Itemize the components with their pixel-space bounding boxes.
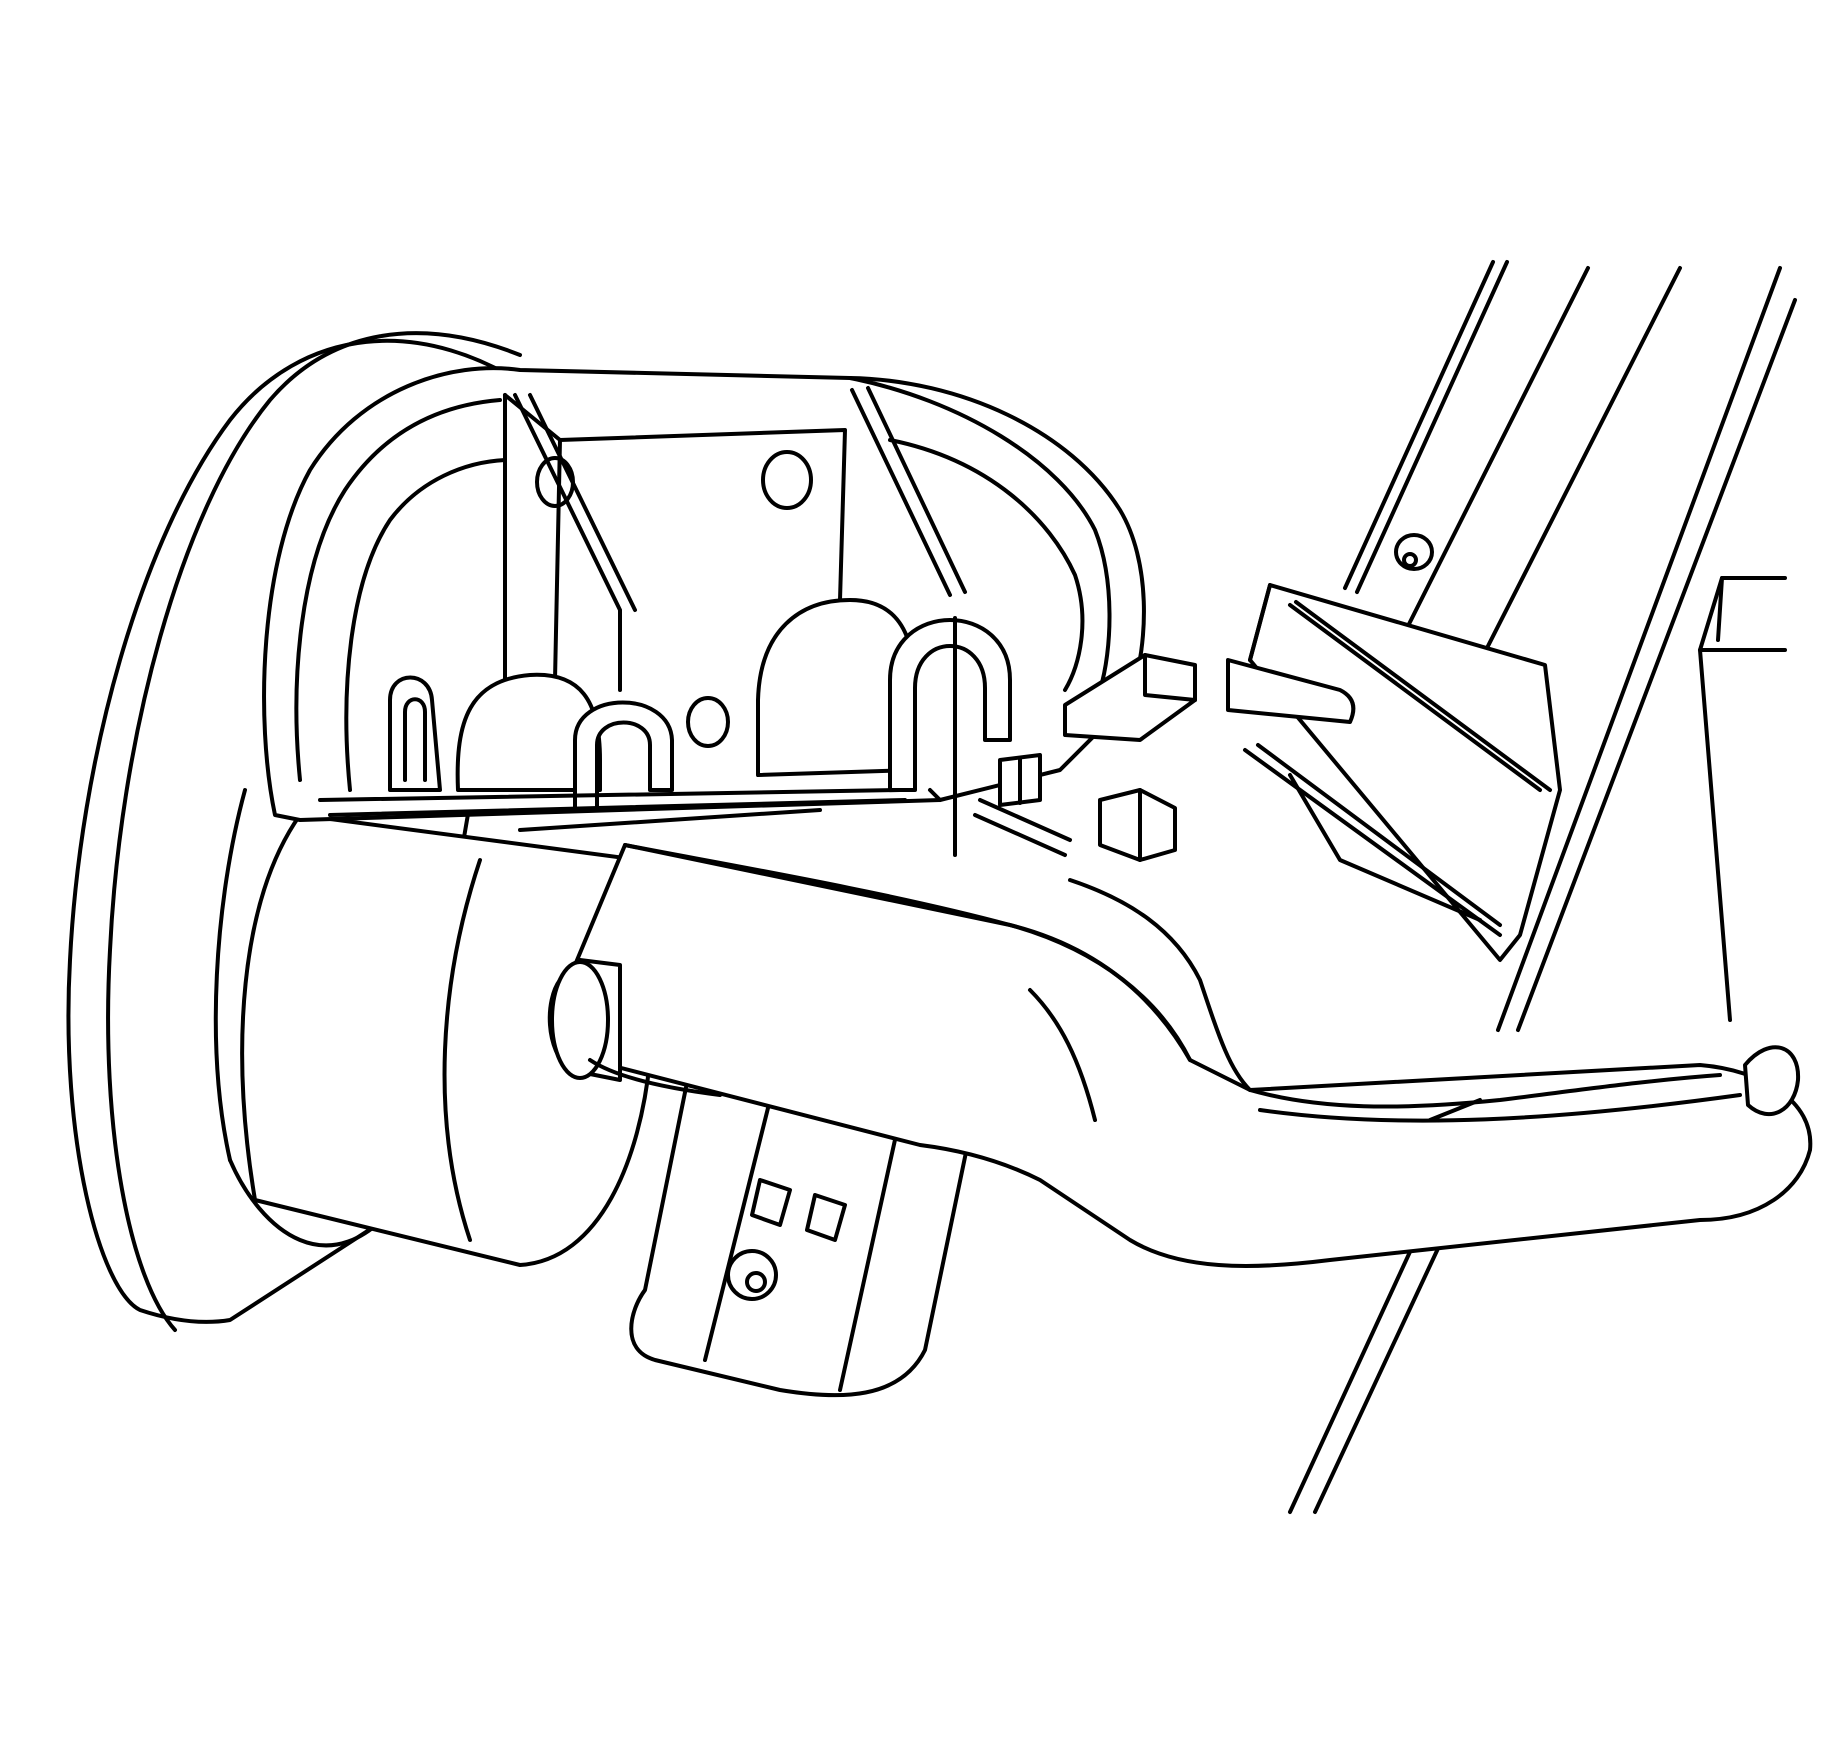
socket-contacts (318, 598, 1197, 862)
rail-bolt (1394, 533, 1434, 571)
lamp-cylinder (240, 813, 652, 1267)
removal-tool (547, 843, 1813, 1398)
wedge-clip (1226, 583, 1562, 962)
body-panel-box (1698, 576, 1787, 1022)
